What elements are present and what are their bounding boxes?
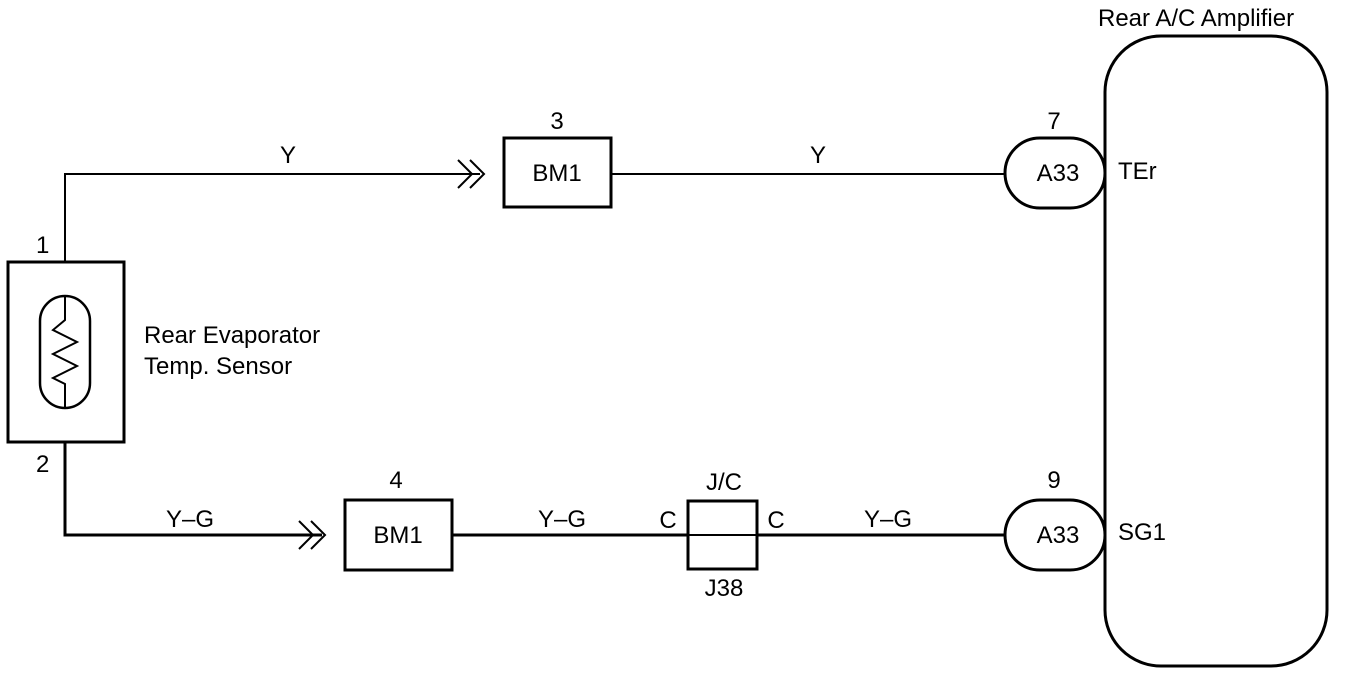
- connector-arrow-bottom-2: [310, 520, 327, 550]
- wire-color-bottom-2: Y–G: [538, 506, 586, 533]
- junction-left-pin: C: [659, 507, 676, 534]
- connector-a33-bottom: [1003, 498, 1107, 572]
- wire-color-top-left: Y: [280, 142, 296, 169]
- amplifier-body: [1103, 34, 1329, 668]
- connector-arrow-top-1: [457, 159, 474, 189]
- connector-a33-top-label: A33: [1037, 160, 1080, 187]
- connector-bm1-top-pin: 3: [550, 108, 563, 135]
- sensor-pin-2: 2: [36, 451, 49, 478]
- connector-bm1-bottom: [343, 498, 454, 572]
- connector-bm1-top-label: BM1: [532, 160, 581, 187]
- connector-bm1-bottom-label: BM1: [373, 522, 422, 549]
- wire-color-bottom-1: Y–G: [166, 506, 214, 533]
- sensor-pin-1: 1: [36, 232, 49, 259]
- connector-a33-top: [1003, 136, 1107, 210]
- connector-a33-top-pin: 7: [1047, 108, 1060, 135]
- wire-top-y-left: [64, 173, 480, 262]
- connector-bm1-bottom-pin: 4: [389, 467, 402, 494]
- amplifier-title: Rear A/C Amplifier: [1098, 5, 1294, 32]
- sensor-name-line2: Temp. Sensor: [144, 353, 292, 380]
- thermistor-resistor-symbol: [50, 296, 80, 408]
- junction-j38-label: J38: [705, 575, 744, 602]
- connector-arrow-bottom-1: [298, 520, 315, 550]
- wire-color-top-right: Y: [810, 142, 826, 169]
- junction-right-pin: C: [767, 507, 784, 534]
- wire-color-bottom-3: Y–G: [864, 506, 912, 533]
- amplifier-terminal-sg1: SG1: [1118, 519, 1166, 546]
- wire-bottom-yg-1: [63, 442, 322, 537]
- sensor-name-line1: Rear Evaporator: [144, 322, 320, 349]
- sensor-body: [6, 260, 126, 444]
- junction-jc-label: J/C: [706, 469, 742, 496]
- connector-a33-bottom-pin: 9: [1047, 467, 1060, 494]
- connector-a33-bottom-label: A33: [1037, 522, 1080, 549]
- connector-arrow-top-2: [469, 159, 486, 189]
- amplifier-terminal-ter: TEr: [1118, 158, 1157, 185]
- connector-bm1-top: [502, 136, 613, 209]
